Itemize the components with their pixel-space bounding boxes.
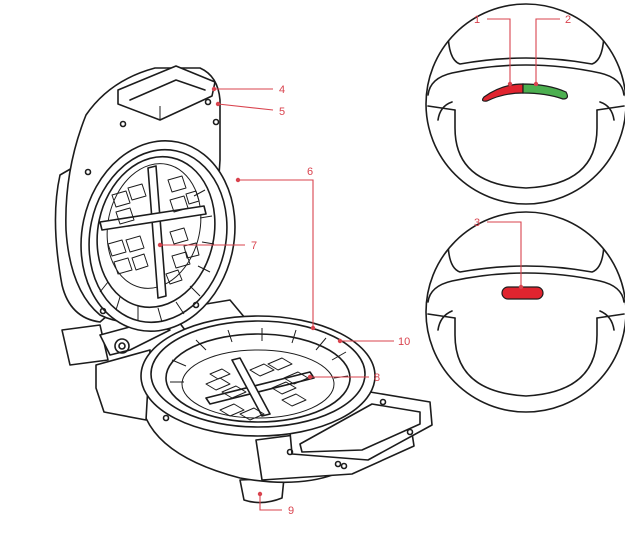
callout-5: 5 [279, 106, 285, 118]
single-indicator-light-detail [425, 211, 625, 413]
callout-8: 8 [374, 372, 380, 384]
red-indicator-light [481, 83, 524, 102]
callout-4: 4 [279, 84, 285, 96]
upper-lid [54, 65, 236, 333]
base-unit [95, 315, 433, 504]
callout-6: 6 [307, 166, 313, 178]
callout-3: 3 [474, 217, 480, 229]
waffle-maker-illustration [54, 65, 433, 504]
callout-2: 2 [565, 14, 571, 26]
green-indicator-light [522, 83, 569, 100]
callout-10: 10 [398, 336, 410, 348]
callout-1: 1 [474, 14, 480, 26]
callout-7: 7 [251, 240, 257, 252]
indicator-lights-detail [425, 3, 625, 205]
ready-indicator-light [501, 286, 544, 300]
callout-leaders [157, 18, 560, 511]
callout-9: 9 [288, 505, 294, 517]
